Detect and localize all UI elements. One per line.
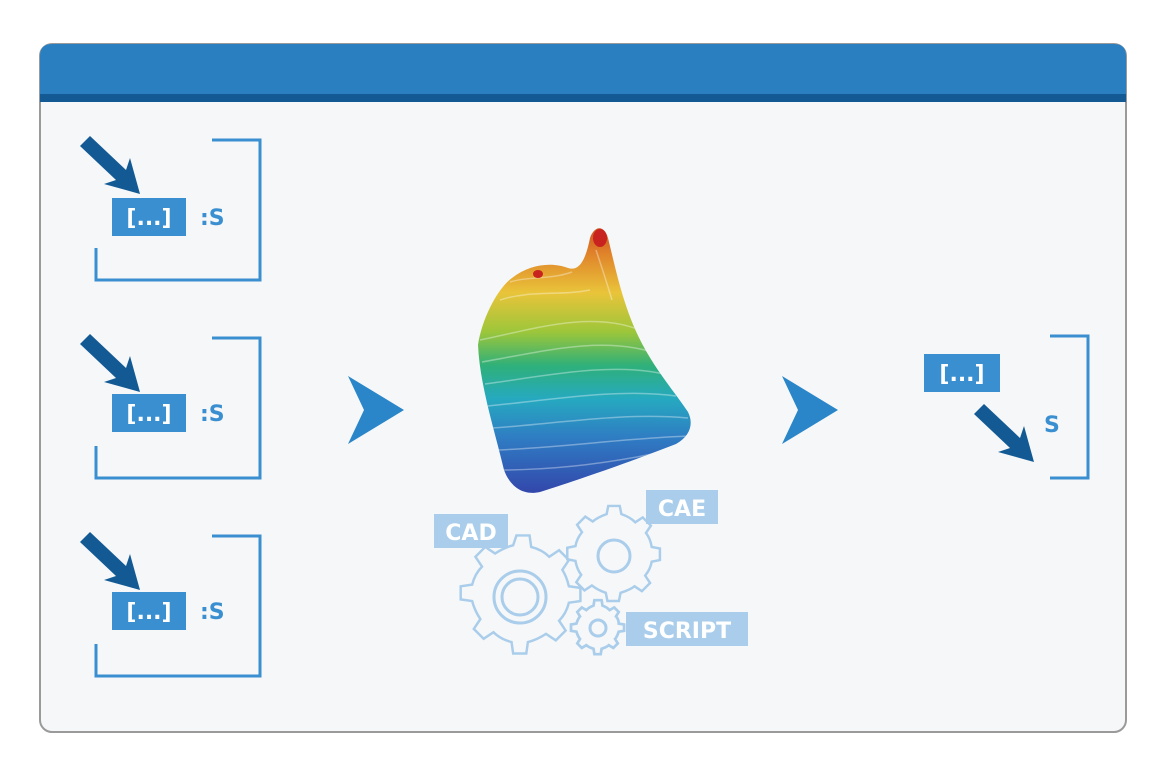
code-tag (924, 354, 1000, 392)
flow-arrow-icon (782, 376, 838, 444)
tool-tag-cad-text: CAD (445, 521, 496, 546)
bracket-icon (1050, 334, 1090, 480)
output-suffix-text: S (1044, 413, 1060, 438)
code-tag-text: [...] (126, 600, 171, 625)
code-tag-text: [...] (126, 402, 171, 427)
code-tag-text: [...] (939, 362, 984, 387)
tool-tag-cad: CAD (434, 514, 508, 548)
title-bar (40, 44, 1126, 102)
peak-marker (533, 270, 543, 278)
input-item-2: [...] :S (80, 334, 262, 480)
diagonal-arrow-icon (80, 532, 140, 590)
diagonal-arrow-icon (80, 334, 140, 392)
gear-icon (459, 534, 582, 655)
gear-icon (566, 504, 662, 603)
tool-tag-script: SCRIPT (626, 612, 748, 646)
output-item: [...] S (924, 334, 1090, 480)
input-item-3: [...] :S (80, 532, 262, 678)
peak-marker (593, 229, 607, 247)
code-tag (112, 198, 186, 236)
input-item-1: [...] :S (80, 136, 262, 282)
suffix-text: :S (200, 206, 225, 231)
code-tag (112, 394, 186, 432)
gear-cluster (459, 504, 662, 656)
diagonal-arrow-icon (974, 404, 1034, 462)
suffix-text: :S (200, 402, 225, 427)
code-tag (112, 592, 186, 630)
suffix-text: :S (200, 600, 225, 625)
tool-tag-cae: CAE (646, 490, 718, 524)
tool-tag-script-text: SCRIPT (643, 619, 731, 644)
diagonal-arrow-icon (80, 136, 140, 194)
tool-tag-cae-text: CAE (658, 497, 706, 522)
bracket-icon (94, 138, 262, 282)
bracket-icon (94, 336, 262, 480)
gear-icon (569, 598, 626, 656)
title-bar-stripe (40, 94, 1126, 102)
bracket-icon (94, 534, 262, 678)
flow-arrow-icon (348, 376, 404, 444)
code-tag-text: [...] (126, 206, 171, 231)
